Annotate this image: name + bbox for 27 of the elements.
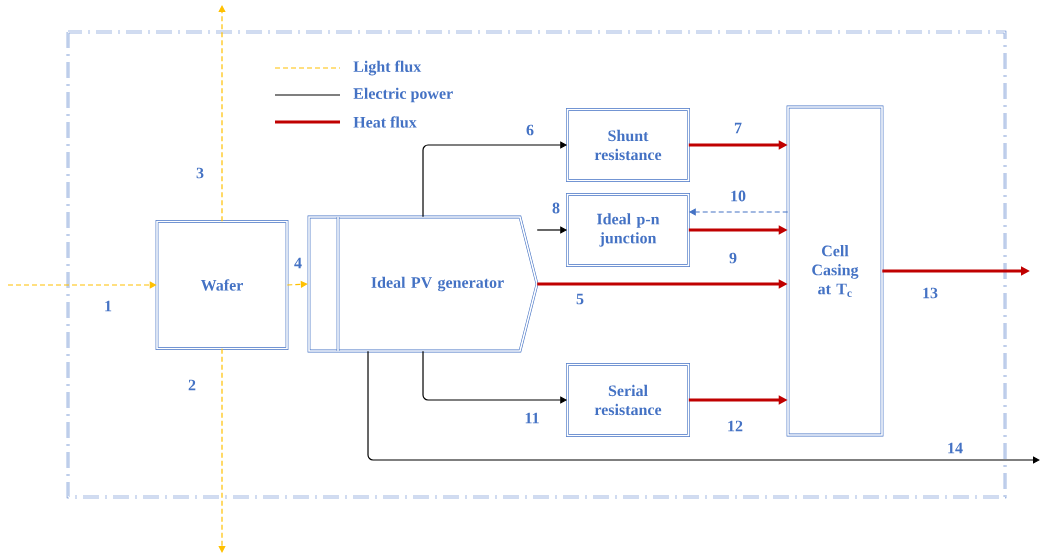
resistor-box: Shunt resistance	[566, 108, 690, 182]
legend-label: Electric power	[353, 87, 453, 103]
edge-label: 5	[575, 292, 585, 306]
edge-label: 6	[525, 123, 535, 137]
generator-block: Ideal PV generator	[307, 215, 539, 353]
edge-label: 13	[921, 286, 939, 300]
edge-label: 14	[946, 441, 964, 455]
resistor-box: Serial resistance	[566, 363, 690, 437]
edge-label: 3	[195, 166, 205, 180]
legend-label: Light flux	[353, 60, 422, 76]
edge-label: 11	[523, 411, 541, 425]
edge-label: 7	[733, 121, 743, 135]
edge-label: 9	[728, 251, 738, 265]
edge-label: 8	[551, 201, 561, 215]
arrow	[286, 280, 308, 288]
edge-label: 2	[187, 378, 197, 392]
arrow	[367, 350, 1040, 464]
edge-label: 10	[729, 189, 747, 203]
edge-label: 4	[293, 256, 303, 270]
legend-label: Heat flux	[353, 116, 417, 128]
junction-box: Ideal p-n junction	[566, 193, 690, 267]
edge-label: 1	[103, 299, 113, 313]
wafer-box: Wafer	[155, 220, 289, 350]
casing-box: Cell Casing at T$_{c}$	[786, 105, 884, 437]
arrow	[218, 5, 226, 222]
edge-label: 12	[726, 419, 744, 433]
arrow	[218, 348, 226, 553]
